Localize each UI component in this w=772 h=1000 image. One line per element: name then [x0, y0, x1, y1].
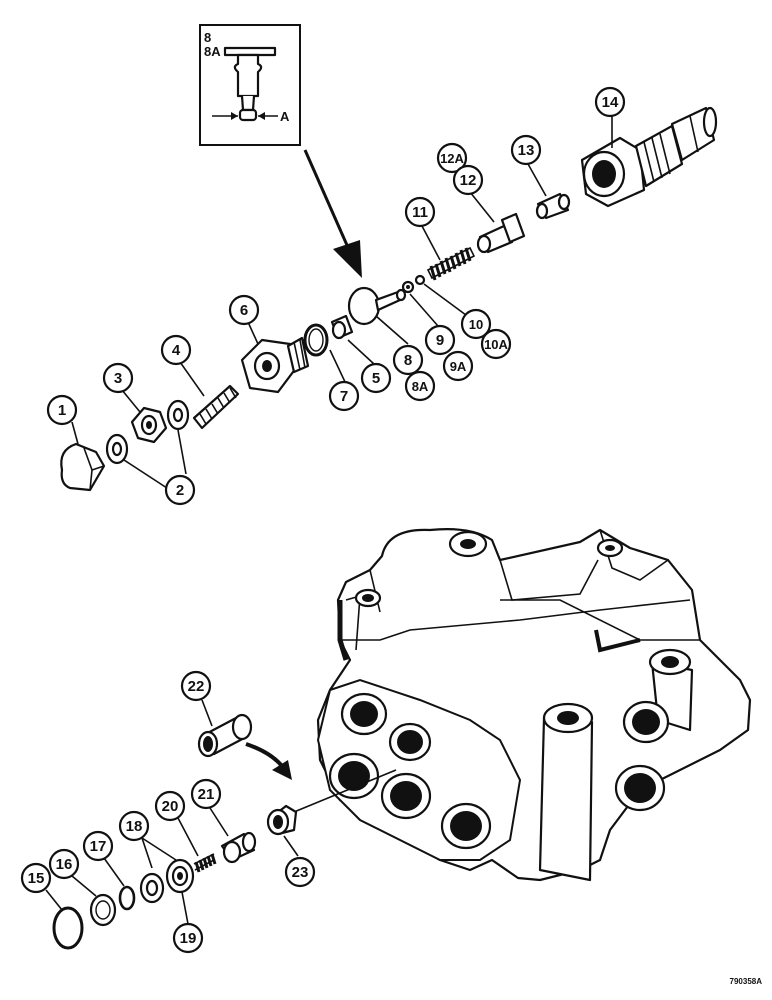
svg-text:13: 13 — [518, 142, 535, 159]
callout-21: 21 — [190, 778, 222, 810]
svg-text:8: 8 — [404, 352, 412, 369]
callout-20: 20 — [154, 790, 186, 822]
valve-housing — [293, 528, 752, 882]
callout-7: 7 — [328, 380, 360, 412]
part-11-spring — [426, 246, 476, 281]
part-21-check-poppet — [220, 831, 257, 864]
part-12-shim-pin — [476, 212, 526, 254]
svg-text:10: 10 — [469, 317, 483, 332]
callout-12: 12A 12 — [436, 142, 484, 196]
part-13-sleeve — [535, 192, 571, 220]
callout-15: 15 — [20, 862, 52, 894]
svg-text:15: 15 — [28, 870, 45, 887]
callout-3: 3 — [102, 362, 134, 394]
part-14-relief-valve-body — [580, 106, 718, 208]
part-20-spring — [193, 853, 217, 873]
svg-text:4: 4 — [172, 342, 181, 359]
part-2-washers — [105, 399, 190, 465]
detail-inset: 8 8A A — [199, 24, 301, 146]
part-1-acorn-nut — [60, 442, 106, 492]
svg-text:9: 9 — [436, 332, 444, 349]
part-15-o-ring — [52, 906, 84, 950]
poppet-tip — [238, 108, 258, 122]
poppet-stem — [233, 53, 263, 98]
callouts: 1 2 3 4 6 7 5 8 8A 9 9A 10 10A 11 12A 12… — [20, 86, 626, 954]
part-17-o-ring — [118, 885, 136, 911]
svg-text:22: 22 — [188, 678, 205, 695]
part-18-washer — [139, 872, 165, 904]
svg-text:5: 5 — [372, 370, 380, 387]
part-16-backup-ring — [89, 893, 117, 927]
svg-text:18: 18 — [126, 818, 143, 835]
svg-text:21: 21 — [198, 786, 215, 803]
callout-18: 18 — [118, 810, 150, 842]
svg-text:16: 16 — [56, 856, 73, 873]
install-arrow — [245, 742, 292, 780]
callout-5: 5 — [360, 362, 392, 394]
part-7-o-ring — [303, 323, 329, 357]
callout-8: 8 8A — [392, 344, 436, 402]
part-10-spacer — [414, 274, 426, 286]
svg-text:12A: 12A — [440, 151, 464, 166]
svg-text:20: 20 — [162, 798, 179, 815]
inset-dimension-a: A — [280, 109, 290, 124]
part-4-adjusting-screw — [192, 384, 240, 430]
housing-ports — [328, 692, 492, 850]
svg-text:8A: 8A — [412, 379, 429, 394]
part-5-seat — [330, 314, 354, 340]
svg-text:12: 12 — [460, 172, 477, 189]
callout-19: 19 — [172, 922, 204, 954]
callout-17: 17 — [82, 830, 114, 862]
callout-4: 4 — [160, 334, 192, 366]
callout-23: 23 — [284, 856, 316, 888]
inset-label-8a: 8A — [204, 44, 221, 59]
poppet-neck — [240, 95, 256, 112]
svg-text:23: 23 — [292, 864, 309, 881]
inset-label-8: 8 — [204, 30, 211, 45]
part-19-plug — [165, 858, 195, 894]
callout-6: 6 — [228, 294, 260, 326]
part-22-sleeve — [197, 713, 253, 758]
part-23-seat — [266, 804, 298, 836]
svg-text:19: 19 — [180, 930, 197, 947]
part-6-plug — [240, 336, 310, 394]
leader-lines — [45, 116, 613, 925]
svg-text:7: 7 — [340, 388, 348, 405]
callout-13: 13 — [510, 134, 542, 166]
part-9-ball — [401, 280, 415, 294]
svg-text:11: 11 — [412, 204, 428, 221]
svg-text:1: 1 — [58, 402, 66, 419]
callout-16: 16 — [48, 848, 80, 880]
callout-22: 22 — [180, 670, 212, 702]
callout-2: 2 — [164, 474, 196, 506]
svg-text:14: 14 — [602, 94, 619, 111]
figure-id: 790358A — [730, 977, 763, 986]
detail-arrow — [303, 149, 362, 278]
svg-text:6: 6 — [240, 302, 248, 319]
callout-10: 10 10A — [460, 308, 512, 360]
svg-text:10A: 10A — [484, 337, 508, 352]
callout-11: 11 — [404, 196, 436, 228]
svg-text:3: 3 — [114, 370, 122, 387]
part-8-poppet — [347, 286, 407, 326]
svg-text:9A: 9A — [450, 359, 467, 374]
svg-text:2: 2 — [176, 482, 184, 499]
callout-14: 14 — [594, 86, 626, 118]
part-3-hex-nut — [130, 406, 168, 444]
svg-text:17: 17 — [90, 838, 107, 855]
callout-9: 9 9A — [424, 324, 474, 382]
callout-1: 1 — [46, 394, 78, 426]
